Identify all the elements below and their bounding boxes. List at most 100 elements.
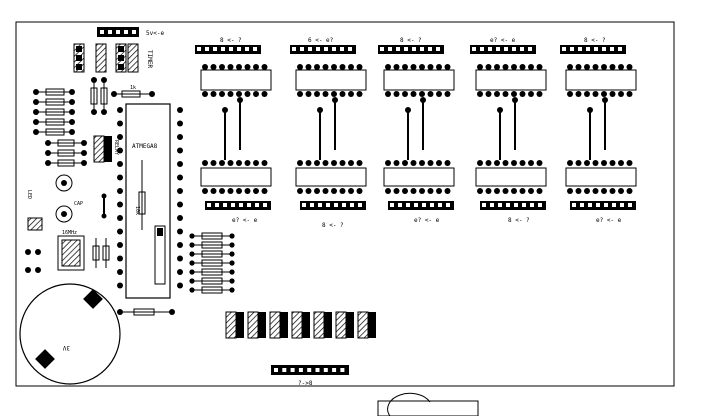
header-hole [472, 47, 476, 51]
ic-pad [331, 160, 337, 166]
ic-pad [528, 160, 534, 166]
ic-pad [339, 64, 346, 70]
ic-pad [519, 160, 526, 166]
mcu-pin-pad [177, 242, 183, 248]
header-hole [332, 368, 337, 372]
ic-pad [410, 188, 417, 194]
switch-contact [236, 312, 244, 338]
ic-pad [297, 160, 303, 166]
header-hole [602, 47, 606, 51]
header-hole [520, 47, 524, 51]
top-pin-label-4: e? <- e [490, 37, 516, 44]
header-hole [588, 203, 592, 207]
relay-block: RELAY [93, 135, 119, 163]
mcu-label: ATMEGA8 [132, 143, 158, 150]
header-hole [350, 203, 354, 207]
bottom-connector: ?->8 [271, 365, 349, 387]
ic-pad [261, 188, 268, 194]
switch-contact [302, 312, 310, 338]
array-pad [229, 251, 235, 257]
header-hole [326, 203, 330, 207]
ic-pad [427, 160, 434, 166]
mcu-pin-pad [117, 201, 123, 208]
switch-body [225, 311, 237, 339]
via [332, 97, 338, 103]
array-pad [189, 260, 195, 266]
switch-body [313, 311, 325, 339]
header-hole [414, 203, 418, 207]
ic-top-header [560, 45, 626, 54]
mcu-pin-pad [117, 269, 123, 275]
mcu-pin-pad [177, 161, 183, 167]
vertical-resistor-pads [91, 77, 155, 115]
ic-package [383, 167, 455, 187]
ic-pad [511, 188, 517, 194]
mcu-pin-pad [117, 188, 123, 194]
ic-pad [244, 64, 251, 70]
ic-pad [485, 188, 492, 194]
header-hole [315, 368, 320, 372]
ic-pad [227, 188, 234, 194]
ic-pad [297, 91, 303, 97]
header-hole [612, 203, 616, 207]
header-hole [239, 203, 243, 207]
ic-pad [502, 188, 509, 194]
ic-pad [410, 160, 417, 166]
mcu-pin-pad [177, 282, 183, 289]
bottom-box [377, 400, 479, 416]
ic-package [295, 167, 367, 187]
ic-pad [528, 91, 534, 97]
ic-pad [356, 160, 363, 166]
ic-pad [339, 160, 346, 166]
array-resistor [201, 259, 223, 267]
array-pad [189, 278, 195, 284]
mcu-pin-pad [177, 134, 183, 140]
header-hole [263, 203, 267, 207]
mcu-pin-pad [117, 255, 123, 262]
switch-body [269, 311, 281, 339]
header-hole [316, 47, 320, 51]
header-hole [488, 47, 492, 51]
header-hole [340, 368, 345, 372]
ic-pad [444, 64, 451, 70]
ic-pad [314, 64, 320, 70]
caps-left [48, 139, 84, 167]
bottom-arc [387, 392, 431, 416]
cap-label: CAP [74, 201, 83, 207]
ic-pad [575, 160, 582, 166]
header-hole [496, 47, 500, 51]
header-hole [300, 47, 304, 51]
ic-pad [339, 188, 346, 194]
switch-contact [368, 312, 376, 338]
ic-pad [202, 188, 208, 194]
bottom-pin-label-2: 8 <- ? [322, 222, 344, 229]
via [602, 97, 608, 103]
ic-pad [567, 188, 573, 194]
ic-pad [297, 64, 303, 70]
ic-pad [477, 91, 483, 97]
array-pad [189, 251, 195, 257]
ic-pad [584, 160, 590, 166]
ic-pad [436, 64, 442, 70]
ic-package [475, 69, 547, 91]
ic-pad [253, 64, 259, 70]
ic-pad [348, 91, 354, 97]
top-connector-label: 5v<-e [146, 30, 164, 37]
caps-left-pads [45, 140, 87, 166]
ic-pad [427, 64, 434, 70]
led-region: LED [25, 190, 43, 273]
header-hole [620, 203, 624, 207]
header-hole [490, 203, 494, 207]
ic-pad [356, 91, 363, 97]
ic-pad [331, 91, 337, 97]
array-resistor [201, 241, 223, 249]
ic-pad [322, 64, 329, 70]
array-pad [189, 287, 195, 293]
header-hole [610, 47, 614, 51]
ic-pad [261, 91, 268, 97]
ic-pad [419, 160, 425, 166]
header-hole [412, 47, 416, 51]
ic-pad [253, 188, 259, 194]
mcu-pin-pad [177, 107, 183, 113]
header-hole [323, 368, 328, 372]
